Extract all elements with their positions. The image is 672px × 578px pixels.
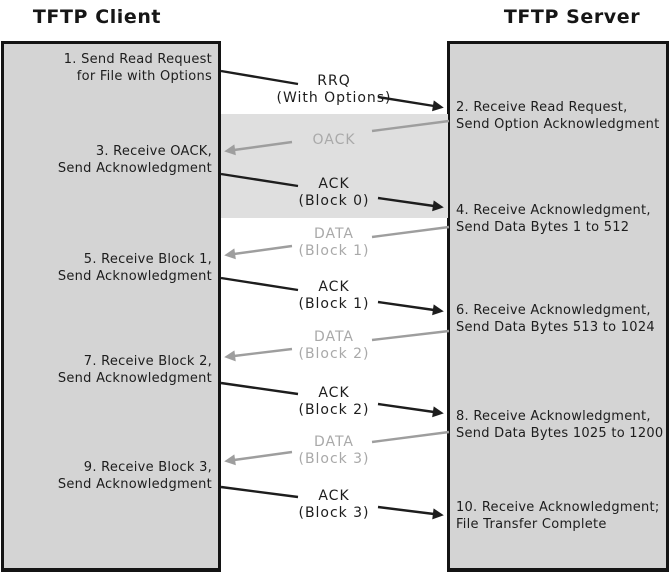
client-title: TFTP Client bbox=[32, 6, 162, 28]
client-step-5: 5. Receive Block 1, Send Acknowledgment bbox=[57, 252, 212, 284]
server-step-6: 6. Receive Acknowledgment, Send Data Byt… bbox=[456, 303, 655, 335]
arrow-data-block1 bbox=[224, 225, 450, 260]
server-step-8: 8. Receive Acknowledgment, Send Data Byt… bbox=[456, 409, 664, 441]
message-label-data-block1: DATA (Block 1) bbox=[298, 226, 370, 259]
server-title: TFTP Server bbox=[503, 6, 641, 28]
arrow-oack bbox=[224, 119, 450, 156]
arrow-rrq bbox=[220, 69, 444, 112]
message-label-data-block3: DATA (Block 3) bbox=[298, 434, 370, 467]
server-lifeline-box bbox=[447, 41, 669, 572]
message-label-ack-block0: ACK (Block 0) bbox=[298, 176, 370, 209]
arrow-data-block2 bbox=[224, 329, 450, 362]
client-step-1: 1. Send Read Request for File with Optio… bbox=[63, 52, 212, 84]
arrow-ack-block2 bbox=[220, 381, 444, 418]
server-step-10: 10. Receive Acknowledgment; File Transfe… bbox=[456, 500, 660, 532]
message-label-data-block2: DATA (Block 2) bbox=[298, 329, 370, 362]
message-label-rrq: RRQ (With Options) bbox=[276, 73, 392, 106]
client-lifeline-box bbox=[1, 41, 221, 572]
server-step-4: 4. Receive Acknowledgment, Send Data Byt… bbox=[456, 203, 651, 235]
arrow-ack-block3 bbox=[220, 485, 444, 520]
arrow-ack-block0 bbox=[220, 172, 444, 212]
arrow-ack-block1 bbox=[220, 276, 444, 316]
message-label-ack-block3: ACK (Block 3) bbox=[298, 488, 370, 521]
message-label-oack: OACK bbox=[312, 132, 356, 148]
option-negotiation-highlight-band bbox=[221, 114, 448, 218]
client-step-7: 7. Receive Block 2, Send Acknowledgment bbox=[57, 354, 212, 386]
message-label-ack-block2: ACK (Block 2) bbox=[298, 385, 370, 418]
client-step-3: 3. Receive OACK, Send Acknowledgment bbox=[57, 144, 212, 176]
arrow-data-block3 bbox=[224, 430, 450, 466]
client-step-9: 9. Receive Block 3, Send Acknowledgment bbox=[57, 460, 212, 492]
server-step-2: 2. Receive Read Request, Send Option Ack… bbox=[456, 100, 660, 132]
message-label-ack-block1: ACK (Block 1) bbox=[298, 279, 370, 312]
